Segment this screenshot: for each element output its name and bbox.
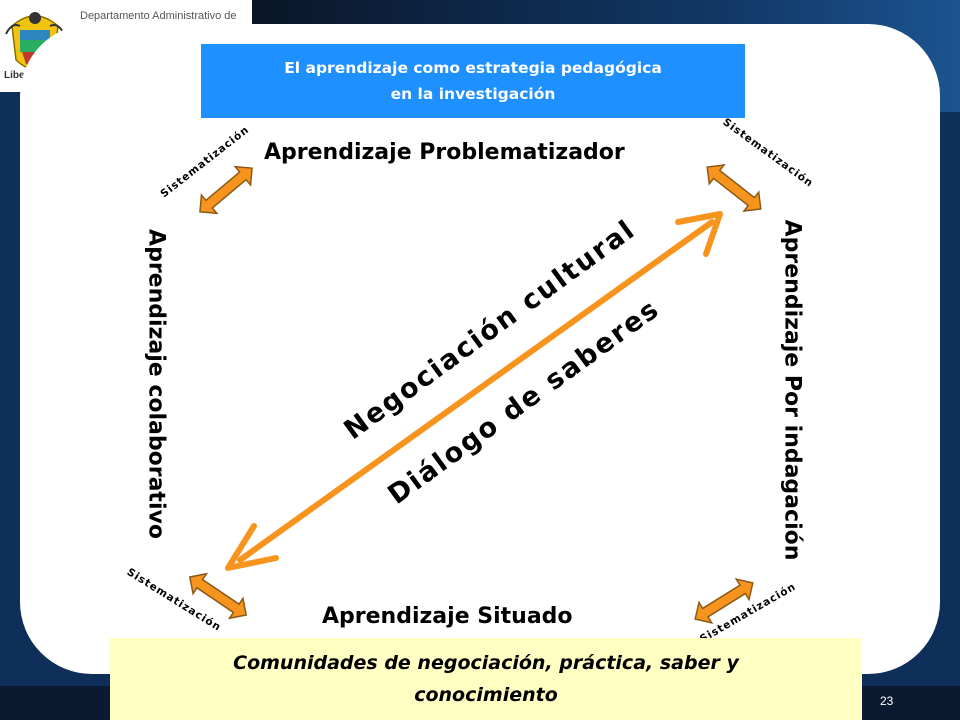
diagonal-double-arrow bbox=[225, 211, 723, 571]
communities-box: Comunidades de negociación, práctica, sa… bbox=[110, 638, 862, 720]
label-problematizador: Aprendizaje Problematizador bbox=[264, 140, 625, 165]
label-situado: Aprendizaje Situado bbox=[322, 604, 573, 629]
communities-line-1: Comunidades de negociación, práctica, sa… bbox=[233, 652, 739, 674]
title-box: El aprendizaje como estrategia pedagógic… bbox=[201, 44, 745, 118]
coat-of-arms-icon bbox=[5, 12, 65, 70]
double-arrow-top-right bbox=[699, 156, 769, 220]
page-number: 23 bbox=[880, 694, 894, 708]
title-line-1: El aprendizaje como estrategia pedagógic… bbox=[284, 59, 662, 77]
slide-card bbox=[20, 24, 940, 674]
label-colaborativo: Aprendizaje colaborativo bbox=[143, 229, 169, 539]
label-por-indagacion: Aprendizaje Por indagación bbox=[779, 219, 805, 561]
communities-line-2: conocimiento bbox=[414, 684, 558, 706]
title-line-2: en la investigación bbox=[390, 85, 556, 103]
org-name: Departamento Administrativo de bbox=[80, 10, 237, 22]
